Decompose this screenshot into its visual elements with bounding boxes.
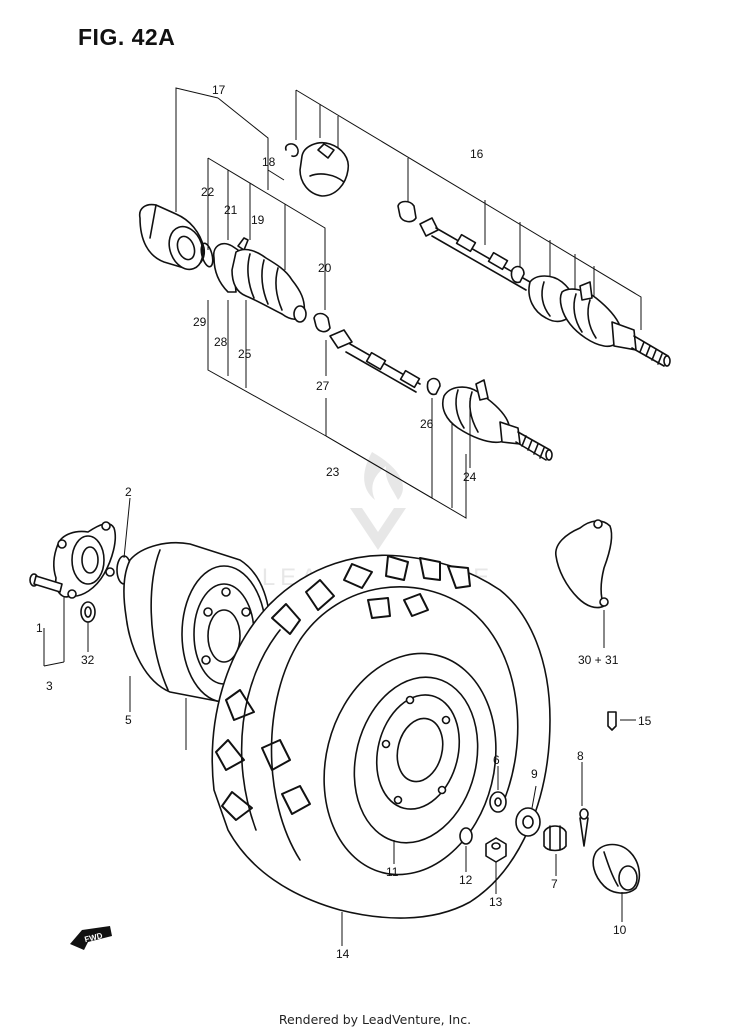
- boot-clamp-20: [313, 312, 331, 333]
- wheel-hub: [53, 521, 117, 599]
- callout-15: 15: [638, 714, 652, 728]
- washer-9: [515, 785, 541, 837]
- callout-13: 13: [489, 895, 503, 909]
- cotter-pin-8: [579, 762, 589, 847]
- callout-28: 28: [214, 335, 228, 349]
- boot-clamp-ring: [284, 141, 350, 197]
- callout-7: 7: [551, 877, 558, 891]
- callout-24: 24: [463, 470, 477, 484]
- hub-cap-10: [592, 843, 641, 922]
- callout-1: 1: [36, 621, 43, 635]
- leader-lines-lower: [43, 398, 471, 946]
- callout-19: 19: [251, 213, 265, 227]
- callout-5: 5: [125, 713, 132, 727]
- cv-joint-outer-housing: [138, 203, 206, 271]
- washer-32: [80, 601, 96, 623]
- figure-title: FIG. 42A: [78, 24, 176, 50]
- callout-14: 14: [336, 947, 350, 961]
- front-drive-shaft-right: [397, 200, 671, 367]
- callout-22: 22: [201, 185, 215, 199]
- callout-27: 27: [316, 379, 330, 393]
- snap-ring-29: [200, 242, 214, 268]
- washer-6: [489, 766, 507, 813]
- callout-25: 25: [238, 347, 252, 361]
- wheel-rim: [323, 652, 497, 876]
- callout-29: 29: [193, 315, 207, 329]
- callout-labels: 17 18 16 22 21 19 20 29 28 25 27 23 26 2…: [36, 83, 652, 961]
- outer-cv-joint-left: [442, 379, 553, 461]
- callout-9: 9: [531, 767, 538, 781]
- callout-2: 2: [125, 485, 132, 499]
- callout-11: 11: [386, 865, 399, 879]
- callout-21: 21: [224, 203, 238, 217]
- callout-6: 6: [493, 753, 500, 767]
- castle-nut-7: [543, 825, 567, 876]
- fwd-arrow-icon: FWD: [70, 926, 112, 950]
- bracket-lines: [175, 87, 642, 519]
- callout-18: 18: [262, 155, 276, 169]
- fwd-label: FWD: [84, 931, 104, 944]
- callout-32: 32: [81, 653, 95, 667]
- splash-guard: [555, 519, 613, 648]
- callout-16: 16: [470, 147, 484, 161]
- front-drive-shaft-left: [329, 329, 441, 396]
- washer-12: [459, 827, 473, 872]
- inner-cv-boot: [231, 248, 307, 323]
- callout-12: 12: [459, 873, 473, 887]
- callout-8: 8: [577, 749, 584, 763]
- callout-10: 10: [613, 923, 627, 937]
- callout-30-31: 30 + 31: [578, 653, 619, 667]
- callout-20: 20: [318, 261, 332, 275]
- callout-26: 26: [420, 417, 434, 431]
- hub-bolt: [29, 573, 63, 593]
- valve-stem: [607, 711, 636, 731]
- callout-3: 3: [46, 679, 53, 693]
- wheel-nut-13: [485, 837, 507, 894]
- callout-23: 23: [326, 465, 340, 479]
- callout-17: 17: [212, 83, 226, 97]
- footer-credit: Rendered by LeadVenture, Inc.: [278, 1012, 472, 1027]
